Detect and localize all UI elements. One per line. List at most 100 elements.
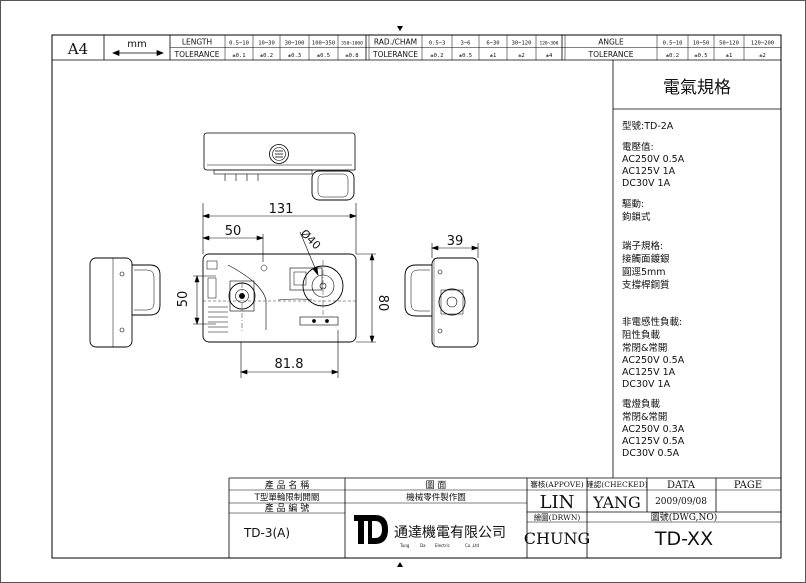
title-block xyxy=(228,477,781,558)
voltage-line: DC30V 1A xyxy=(622,178,671,189)
angle-tolerance: ±2 xyxy=(759,53,766,59)
terminal-line: 接觸面鍍銀 xyxy=(622,253,670,265)
angle-range: 120~200 xyxy=(751,41,774,47)
date-label: DATA xyxy=(667,480,696,491)
product-name-label: 產 品 名 稱 xyxy=(265,479,310,491)
radcham-range: 6~30 xyxy=(486,41,499,47)
product-name: T型單輪限制開關 xyxy=(254,492,320,503)
top-center-mark xyxy=(397,26,403,31)
voltage-title: 電壓值: xyxy=(622,141,654,153)
spec-panel: 電氣規格 型號:TD-2A 電壓值: AC250V 0.5A AC125V 1A… xyxy=(612,60,781,478)
radcham-ranges: 0.5~3 3~6 6~30 30~120 120~300 ±0.2 ±0.5 … xyxy=(429,41,559,60)
radcham-range: 120~300 xyxy=(540,41,559,47)
length-ranges: 0.5~10 10~30 30~100 100~350 350~1000 ±0.… xyxy=(229,41,363,60)
drawn-name: CHUNG xyxy=(524,529,590,548)
page-label: PAGE xyxy=(734,480,762,491)
length-range: 100~350 xyxy=(312,41,335,47)
angle-label: ANGLE xyxy=(598,38,624,47)
nonind-line: AC250V 0.5A xyxy=(622,355,685,366)
length-label: LENGTH xyxy=(182,38,212,47)
drawing-type: 機械零件製作圖 xyxy=(406,492,466,503)
company-name-en: Electric xyxy=(435,543,450,548)
nonind-line: AC125V 1A xyxy=(622,367,676,378)
dim-diameter: Ø40 xyxy=(298,227,323,252)
drive-title: 驅動: xyxy=(622,199,644,210)
left-side-view xyxy=(89,257,161,348)
terminal-title: 端子規格: xyxy=(622,240,663,252)
company-logo xyxy=(354,515,388,544)
tolerance-header xyxy=(52,35,781,61)
angle-range: 10~50 xyxy=(693,41,710,47)
checked-label: 確認(CHECKED) xyxy=(586,479,648,489)
unit-label: mm xyxy=(127,39,146,50)
angle-tolerance: ±0.5 xyxy=(694,53,707,59)
company-name-en: Co.,Ltd xyxy=(465,543,480,548)
radcham-tolerance: ±1 xyxy=(490,53,497,59)
length-tolerance: ±0.1 xyxy=(232,53,245,59)
dim-overall-length: 131 xyxy=(269,202,294,217)
company-name-en: Da xyxy=(420,543,426,548)
angle-tolerance-label: TOLERANCE xyxy=(587,50,633,59)
length-tolerance: ±0.8 xyxy=(345,53,358,59)
bottom-center-mark xyxy=(397,562,403,567)
radcham-tolerance: ±0.5 xyxy=(459,53,472,59)
unit-arrow xyxy=(112,49,164,57)
angle-tolerance: ±1 xyxy=(726,53,733,59)
length-tolerance: ±0.3 xyxy=(288,53,301,59)
angle-ranges: 0.5~10 10~50 50~120 120~200 ±0.2 ±0.5 ±1… xyxy=(663,41,775,60)
length-range: 0.5~10 xyxy=(229,41,249,47)
dwg-label: 圖號(DWG,NO) xyxy=(651,511,717,523)
product-code-label: 產 品 編 號 xyxy=(265,502,310,514)
dim-height-left: 50 xyxy=(176,291,191,308)
motor-line: AC250V 0.3A xyxy=(622,424,685,435)
drive-value: 鉤鎖式 xyxy=(622,211,651,223)
radcham-tolerance: ±2 xyxy=(518,53,525,59)
checked-name: YANG xyxy=(592,493,641,512)
drawing-frame xyxy=(51,34,782,559)
approve-label: 審核(APPOVE) xyxy=(530,479,583,489)
angle-range: 0.5~10 xyxy=(663,41,683,47)
angle-range: 50~120 xyxy=(719,41,739,47)
motor-line: 常閉&常開 xyxy=(622,411,667,423)
right-side-view xyxy=(404,257,479,348)
drawn-label: 繪圖(DRWN) xyxy=(534,512,581,522)
nonind-title: 非電感性負載: xyxy=(622,316,682,328)
spec-title: 電氣規格 xyxy=(663,78,731,98)
dim-bottom-span: 81.8 xyxy=(275,357,304,372)
spec-model: 型號:TD-2A xyxy=(622,120,674,132)
terminal-line: 支撐桿銅質 xyxy=(622,279,670,291)
motor-line: AC125V 0.5A xyxy=(622,436,685,447)
radcham-range: 0.5~3 xyxy=(429,41,446,47)
radcham-label: RAD./CHAM xyxy=(374,38,417,47)
voltage-line: AC125V 1A xyxy=(622,166,676,177)
radcham-tolerance: ±0.2 xyxy=(430,53,443,59)
length-range: 30~100 xyxy=(285,41,305,47)
dim-height-right: 80 xyxy=(375,295,390,312)
length-range: 10~30 xyxy=(258,41,275,47)
radcham-range: 3~6 xyxy=(461,41,471,47)
radcham-tolerance: ±4 xyxy=(546,53,553,59)
nonind-line: 阻性負載 xyxy=(622,329,661,341)
company-name-en: Tung xyxy=(399,543,410,548)
company-name-zh: 通達機電有限公司 xyxy=(394,525,506,541)
length-tolerance-label: TOLERANCE xyxy=(173,50,219,59)
length-tolerance: ±0.2 xyxy=(260,53,273,59)
dimension-lines xyxy=(193,203,479,378)
radcham-tolerance-label: TOLERANCE xyxy=(372,50,418,59)
nonind-line: 常閉&常開 xyxy=(622,342,667,354)
top-view xyxy=(203,132,356,201)
nonind-line: DC30V 1A xyxy=(622,379,671,390)
front-view xyxy=(202,253,357,343)
drawing-label: 圖 面 xyxy=(426,480,447,491)
voltage-line: AC250V 0.5A xyxy=(622,154,685,165)
dwg-value: TD-XX xyxy=(654,528,713,550)
motor-line: DC30V 0.5A xyxy=(622,448,680,459)
dim-side-depth: 39 xyxy=(447,234,464,249)
motor-title: 電燈負載 xyxy=(622,398,661,410)
product-code: TD-3(A) xyxy=(243,526,290,540)
approve-name: LIN xyxy=(540,492,575,513)
date-value: 2009/09/08 xyxy=(655,497,707,507)
dim-offset: 50 xyxy=(225,224,242,239)
terminal-line: 圓逕5mm xyxy=(622,267,666,278)
